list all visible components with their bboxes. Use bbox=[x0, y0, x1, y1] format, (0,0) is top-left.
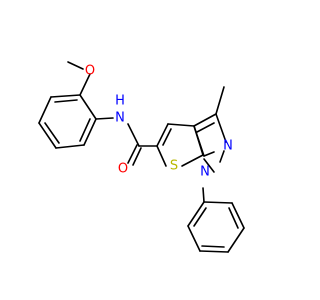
molecule-canvas: O N H O S N N bbox=[38, 61, 245, 253]
bond-pyr-d bbox=[193, 125, 205, 157]
bond-ph-d bbox=[199, 250, 229, 253]
atom-o-methoxy: O bbox=[85, 64, 95, 79]
bond-ph-double2 bbox=[201, 245, 225, 248]
bond-methyl-o bbox=[67, 61, 84, 70]
bond-ph-e bbox=[187, 225, 201, 252]
bond-ring1-d bbox=[38, 122, 57, 149]
bond-ph-f bbox=[187, 201, 205, 227]
bond-pyr-e bbox=[196, 122, 215, 133]
bond-pyr-g bbox=[219, 150, 225, 163]
bond-ph-double1 bbox=[228, 207, 239, 229]
bond-n-phenyl bbox=[202, 187, 205, 203]
atom-h-amide: H bbox=[115, 94, 125, 109]
atom-labels: O N H O S N N bbox=[85, 64, 233, 180]
bond-ring1-e bbox=[38, 96, 52, 124]
bond-ring1-f bbox=[50, 94, 81, 98]
bond-ring1-double3 bbox=[54, 99, 78, 103]
atom-n-amide: N bbox=[115, 111, 125, 126]
atom-n-pyrazole-top: N bbox=[223, 139, 233, 154]
bond-ring1-b bbox=[83, 118, 97, 146]
bond-ph-a bbox=[203, 201, 233, 204]
bond-thio-e bbox=[156, 145, 167, 167]
bond-ph-b bbox=[231, 202, 245, 229]
bonds bbox=[38, 61, 245, 253]
bond-aryl-n bbox=[95, 117, 114, 120]
atom-o-carbonyl: O bbox=[118, 162, 128, 177]
atom-n-pyrazole-bottom: N bbox=[200, 165, 210, 180]
bond-ring1-double1 bbox=[79, 118, 91, 142]
bond-o-aryl bbox=[79, 73, 91, 96]
bond-pyr-b bbox=[215, 113, 227, 143]
bond-thio-d bbox=[181, 154, 204, 167]
bond-thio-double bbox=[162, 128, 172, 146]
molecule-structure-diagram: O N H O S N N bbox=[38, 61, 245, 253]
bond-pyr-a bbox=[193, 113, 217, 127]
bond-thio-b bbox=[167, 123, 195, 127]
bond-pyr-f bbox=[203, 158, 215, 173]
bond-pyr-c bbox=[203, 151, 215, 157]
bond-ph-double3 bbox=[193, 207, 207, 227]
bond-ring1-double2 bbox=[44, 122, 60, 144]
bond-pyr-methyl bbox=[215, 86, 225, 115]
atom-s-thiophene: S bbox=[170, 159, 178, 174]
bond-carbonyl-o2 bbox=[132, 147, 142, 166]
bond-carbonyl-o1 bbox=[127, 144, 138, 164]
bond-ring1-c bbox=[55, 144, 85, 149]
bond-thio-a bbox=[156, 123, 169, 147]
bond-ph-c bbox=[227, 227, 245, 253]
bond-n-carbonyl bbox=[127, 123, 140, 147]
bond-ring1-a bbox=[79, 94, 97, 120]
